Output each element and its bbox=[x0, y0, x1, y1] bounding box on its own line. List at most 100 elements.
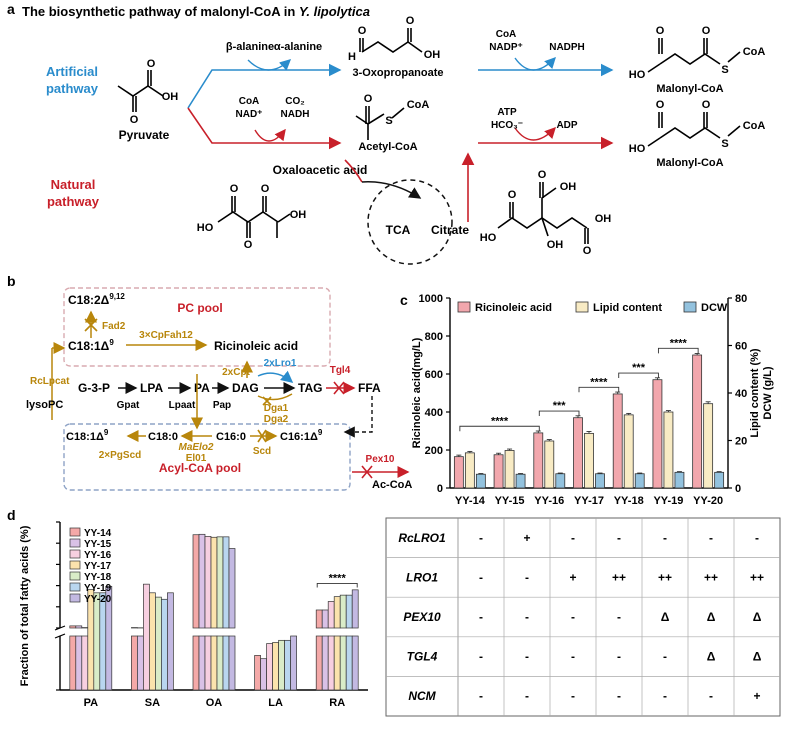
oxo-o2: O bbox=[406, 15, 415, 27]
chart-d-bar-upper bbox=[192, 534, 200, 629]
c16-1-sup: 9 bbox=[318, 428, 323, 437]
el01-label: El01 bbox=[186, 453, 207, 464]
chart-c-xtick-label: YY-19 bbox=[653, 495, 683, 507]
coa-nad-arc bbox=[254, 128, 286, 142]
oxalo-o2: O bbox=[244, 239, 253, 251]
chart-c-bar bbox=[652, 379, 663, 489]
chart-c-bar bbox=[533, 432, 544, 489]
table-cell: - bbox=[755, 531, 759, 545]
alpha-alanine: α-alanine bbox=[274, 41, 322, 53]
table-cell: - bbox=[525, 610, 529, 624]
chart-c-sig-label: *** bbox=[553, 400, 567, 412]
chart-d-bar-lower bbox=[131, 635, 138, 691]
chart-c-sig-bracket bbox=[459, 425, 540, 432]
adp-out: ADP bbox=[556, 120, 577, 131]
chart-d-legend-swatch bbox=[69, 593, 81, 603]
c18-1-top-label: C18:1Δ9 bbox=[68, 338, 114, 353]
dag-label: DAG bbox=[232, 381, 259, 395]
chart-c-bar bbox=[584, 432, 594, 489]
chart-c-legend-swatch bbox=[457, 301, 471, 313]
chart-d-xtick-label: SA bbox=[145, 697, 160, 709]
oxopropanoate-structure bbox=[359, 28, 423, 53]
nadp-arc bbox=[514, 56, 556, 71]
c18-0-label: C18:0 bbox=[148, 431, 178, 443]
dga-arc bbox=[257, 393, 293, 401]
citrate-oh3: OH bbox=[595, 213, 612, 225]
chart-d-bar-upper bbox=[222, 536, 230, 629]
chart-d-bar bbox=[143, 583, 150, 691]
chart-c-bar bbox=[544, 440, 555, 489]
citrate-oh2: OH bbox=[547, 239, 564, 251]
malonyl-bot-o1: O bbox=[656, 99, 665, 111]
tgl4-label: Tgl4 bbox=[330, 365, 351, 376]
oxopropanoate-label: 3-Oxopropanoate bbox=[352, 67, 443, 79]
alanine-arc bbox=[247, 59, 292, 71]
table-cell: - bbox=[571, 531, 575, 545]
table-cell: - bbox=[571, 689, 575, 703]
chart-c-legend-swatch bbox=[683, 301, 697, 313]
malonyl-bot-ho: HO bbox=[629, 143, 646, 155]
pyruvate-oh: OH bbox=[162, 91, 179, 103]
oxalo-o1: O bbox=[230, 183, 239, 195]
citrate-o3: O bbox=[583, 245, 592, 257]
oxalo-o3: O bbox=[261, 183, 270, 195]
chart-d-bar bbox=[161, 598, 168, 691]
c18-1-top-sup: 9 bbox=[109, 338, 114, 347]
table-cell: - bbox=[663, 689, 667, 703]
chart-d-bar bbox=[290, 635, 297, 691]
chart-d-legend-swatch bbox=[69, 582, 81, 592]
table-cell: - bbox=[571, 650, 575, 664]
chart-d-xtick-label: LA bbox=[268, 697, 283, 709]
citrate-oh1: OH bbox=[560, 181, 577, 193]
acetyl-coa-label: Acetyl-CoA bbox=[358, 141, 417, 153]
table-cell: + bbox=[569, 570, 576, 584]
chart-d-legend-swatch bbox=[69, 527, 81, 537]
table-cell: - bbox=[525, 689, 529, 703]
lro1-label: 2xLro1 bbox=[264, 358, 297, 369]
rclpcat-label: RcLpcat bbox=[30, 376, 70, 387]
chart-c-ytick-label-right: 0 bbox=[735, 483, 741, 495]
table-cell: - bbox=[525, 650, 529, 664]
chart-d-bar bbox=[149, 592, 156, 691]
nadp-in: NADP⁺ bbox=[489, 42, 523, 53]
pyruvate-label: Pyruvate bbox=[119, 128, 170, 142]
acetyl-o: O bbox=[364, 93, 373, 105]
chart-d-bar-lower bbox=[333, 635, 341, 691]
acyl-pool-box bbox=[63, 423, 351, 491]
chart-c-bar bbox=[504, 450, 515, 489]
citrate-label: Citrate bbox=[431, 223, 469, 237]
panel-a-label: a bbox=[7, 1, 15, 17]
chart-c-ylabel-right-2: DCW (g/L) bbox=[762, 366, 774, 419]
chart-d-legend-swatch bbox=[69, 549, 81, 559]
chart-c-sig-bracket bbox=[618, 372, 659, 379]
malonyl-top-ho: HO bbox=[629, 69, 646, 81]
chart-d-bar-lower bbox=[210, 635, 218, 691]
chart-d-bar-lower bbox=[351, 635, 359, 691]
tgl4-cross bbox=[333, 381, 345, 395]
table-cell: ++ bbox=[750, 570, 764, 584]
chart-c-sig-bracket bbox=[578, 386, 620, 393]
panel-a-title: The biosynthetic pathway of malonyl-CoA … bbox=[22, 4, 370, 19]
chart-c-bar bbox=[555, 473, 566, 489]
c18-1-bot-sup: 9 bbox=[104, 428, 109, 437]
scd-cross bbox=[257, 429, 267, 443]
chart-d-bar bbox=[278, 639, 285, 691]
chart-c-ytick-label-right: 80 bbox=[735, 293, 747, 305]
chart-c-sig-bracket bbox=[657, 347, 699, 354]
oxaloacetic-label: Oxaloacetic acid bbox=[273, 163, 368, 177]
chart-d-legend-label: YY-20 bbox=[84, 594, 112, 605]
chart-d-xtick-label: PA bbox=[84, 697, 99, 709]
chart-c-ytick-label-left: 800 bbox=[425, 331, 443, 343]
chart-c-ytick-label-left: 400 bbox=[425, 407, 443, 419]
pex10-label: Pex10 bbox=[366, 454, 395, 465]
nadph-out: NADPH bbox=[549, 42, 585, 53]
pc-pool-box bbox=[63, 287, 331, 367]
lpa-label: LPA bbox=[140, 381, 163, 395]
malonyl-bot-o2: O bbox=[702, 99, 711, 111]
chart-c-bar bbox=[595, 473, 605, 489]
chart-c-bar bbox=[493, 454, 504, 489]
table-cell: - bbox=[479, 610, 483, 624]
atp-in: ATP bbox=[497, 107, 517, 118]
